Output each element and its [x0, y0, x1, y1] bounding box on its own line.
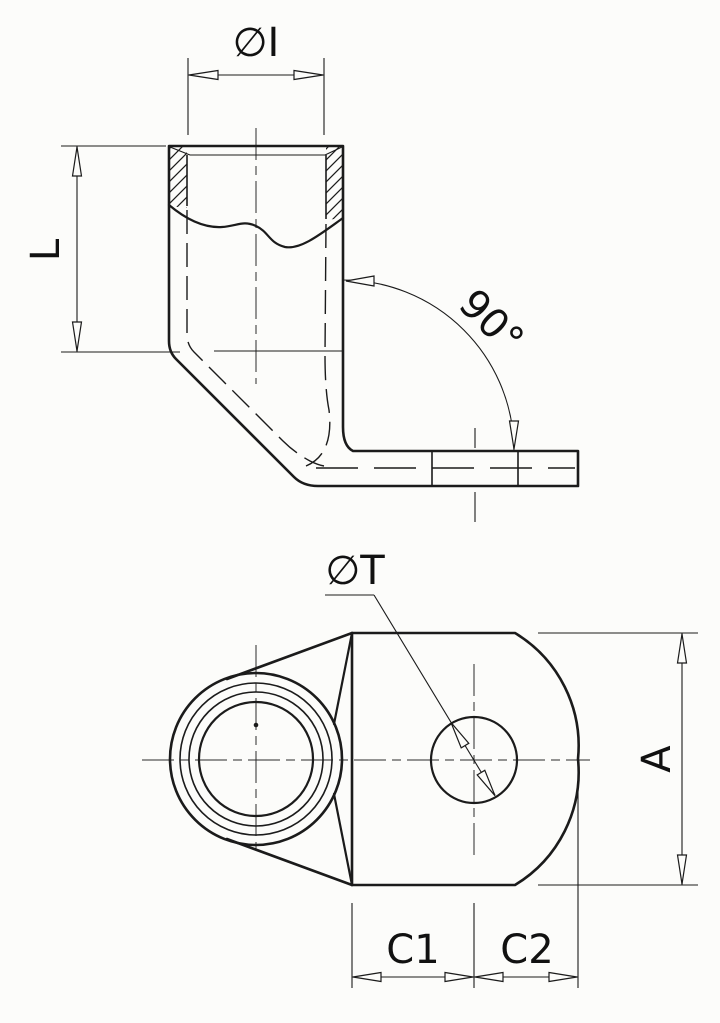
arrowhead-c2-right	[548, 971, 578, 983]
hatch-left-wall	[169, 146, 187, 208]
leader-line	[373, 594, 496, 796]
arrowhead-arc-top	[345, 275, 375, 287]
arrowhead-upper	[450, 722, 470, 749]
arrowhead-c2-left	[474, 971, 504, 983]
barrel-ring-circle-1	[179, 682, 333, 836]
dim-bend-angle: 90°	[342, 275, 533, 452]
angle-arc	[342, 279, 515, 452]
label-hole-diameter: ∅T	[325, 548, 385, 594]
dim-palm-width-A: A	[538, 632, 698, 886]
label-barrel-length: L	[23, 238, 69, 261]
inner-wall-left-hidden	[186, 210, 325, 467]
inner-wall-right-hidden	[305, 223, 331, 467]
tangent-line-top	[225, 631, 354, 681]
label-inner-diameter: ∅I	[233, 20, 280, 66]
dim-C1-C2: C1 C2	[351, 781, 579, 988]
label-c1: C1	[386, 927, 439, 973]
dim-inner-diameter-I: ∅I	[187, 20, 325, 135]
barrel-outer-circle	[168, 671, 344, 847]
lug-body-outline	[167, 144, 580, 488]
bolt-hole-circle	[429, 715, 519, 805]
barrel-bore-circle	[197, 700, 315, 818]
arrowhead-right	[293, 69, 324, 81]
label-bend-angle: 90°	[450, 281, 533, 364]
arrowhead-top	[676, 633, 688, 664]
crease-line-bottom	[332, 792, 354, 887]
arrowhead-left	[188, 69, 219, 81]
tangent-line-bottom	[225, 837, 354, 887]
arrowhead-arc-bottom	[508, 420, 520, 450]
bottom-view: ∅T A C1 C2	[142, 548, 698, 988]
arrowhead-c1-right	[444, 971, 474, 983]
hatch-right-wall	[326, 146, 343, 220]
dim-barrel-length-L: L	[23, 145, 180, 353]
palm-outline	[350, 631, 580, 887]
stray-center-dot	[253, 722, 259, 728]
arrowhead-top	[71, 146, 83, 177]
chamfer-right-diagonal	[324, 146, 343, 156]
label-c2: C2	[500, 927, 553, 973]
break-line	[167, 203, 345, 249]
arrowhead-c1-left	[352, 971, 382, 983]
side-view: ∅I L 90°	[23, 20, 580, 522]
barrel-ring-circle-2	[188, 691, 324, 827]
dim-hole-diameter-T: ∅T	[325, 548, 496, 797]
arrowhead-bottom	[676, 854, 688, 885]
label-palm-width: A	[634, 745, 680, 773]
arrowhead-lower	[476, 769, 496, 797]
arrowhead-bottom	[71, 321, 83, 352]
crease-line-top	[332, 631, 354, 726]
